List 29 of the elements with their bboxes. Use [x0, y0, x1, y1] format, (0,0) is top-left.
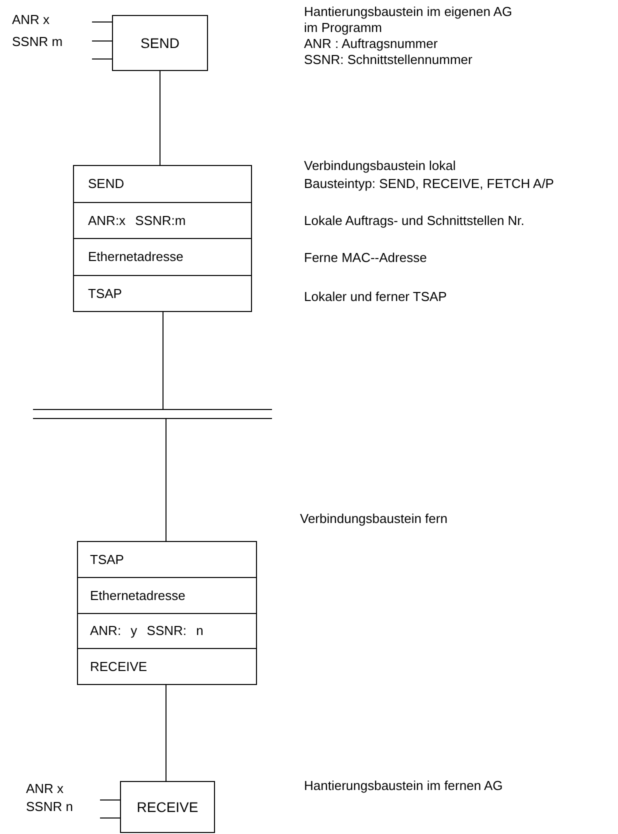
annotation-text: ANR x: [12, 12, 50, 28]
connector-line: [162, 312, 164, 410]
annotation-text: Hantierungsbaustein im eigenen AG: [304, 4, 512, 20]
bus-line: [33, 409, 272, 419]
block-field-text: SEND: [88, 176, 124, 192]
block-field-text: Ethernetadresse: [90, 588, 186, 603]
block-field-text: TSAP: [90, 552, 124, 567]
block-field-text: Ethernetadresse: [88, 249, 184, 264]
annotation-text: ANR x: [26, 781, 64, 797]
block-field-text: TSAP: [88, 286, 122, 301]
block-box: SEND: [112, 15, 208, 71]
annotation-text: ANR : Auftragsnummer: [304, 36, 438, 52]
connection-block: [73, 165, 252, 312]
annotation-text: Verbindungsbaustein fern: [300, 511, 448, 527]
annotation-text: Ferne MAC--Adresse: [304, 250, 427, 266]
annotation-text: Hantierungsbaustein im fernen AG: [304, 778, 503, 794]
connection-block: [77, 541, 257, 685]
block-field-text: ANR:x SSNR:m: [88, 212, 186, 228]
annotation-text: SSNR: Schnittstellennummer: [304, 52, 472, 68]
block-field-text: ANR: y SSNR: n: [90, 623, 204, 638]
annotation-text: Verbindungsbaustein lokal: [304, 158, 456, 174]
annotation-text: Lokaler und ferner TSAP: [304, 289, 447, 305]
block-field-text: RECEIVE: [90, 659, 148, 674]
annotation-text: SSNR m: [12, 34, 63, 50]
annotation-text: Lokale Auftrags- und Schnittstellen Nr.: [304, 213, 524, 229]
annotation-text: SSNR n: [26, 799, 73, 815]
block-box: RECEIVE: [120, 781, 215, 833]
annotation-text: im Programm: [304, 20, 382, 36]
annotation-text: Bausteintyp: SEND, RECEIVE, FETCH A/P: [304, 176, 554, 192]
